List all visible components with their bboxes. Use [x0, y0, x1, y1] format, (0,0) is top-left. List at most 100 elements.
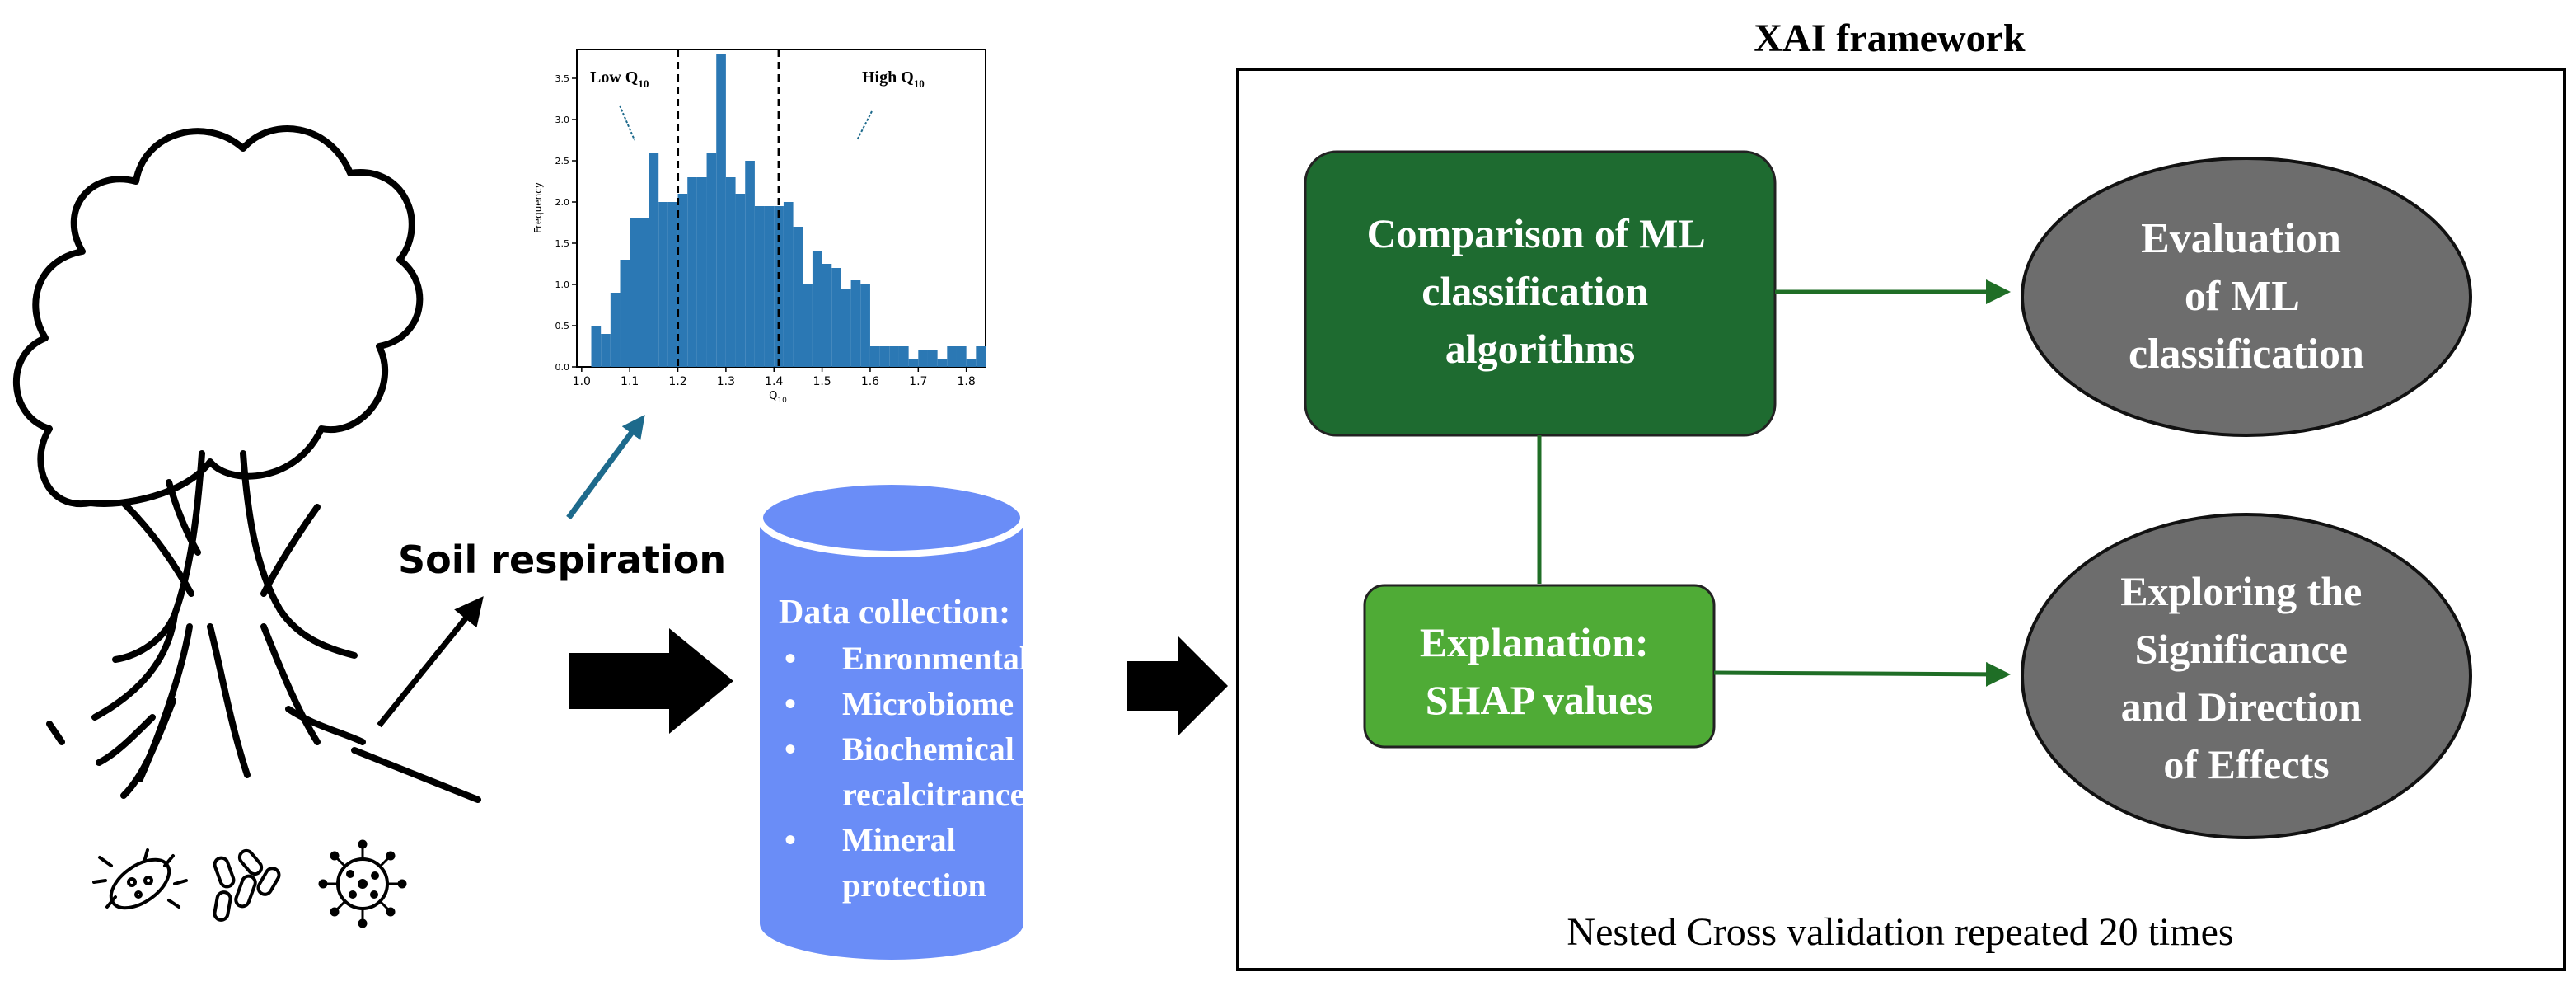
arrow-to-database — [569, 628, 733, 734]
y-tick-label: 3.0 — [555, 115, 570, 125]
histogram-bar — [841, 289, 851, 367]
histogram-bar — [591, 326, 602, 367]
histogram-bar — [649, 153, 659, 367]
evaluation-ellipse — [2021, 157, 2472, 437]
evaluation-line-3: classification — [2129, 331, 2364, 378]
comparison-text: Comparison of ML classification algorith… — [1367, 210, 1714, 372]
histogram-bar — [696, 177, 707, 367]
histogram-bar — [898, 346, 909, 367]
histogram-xlabel: Q10 — [769, 390, 787, 405]
tree-icon — [13, 125, 481, 803]
histogram-ylabel: Frequency — [532, 182, 544, 233]
data-collection-item: Enronmental — [842, 640, 1028, 677]
soil-arrow — [377, 596, 484, 728]
y-tick-label: 3.5 — [555, 73, 570, 84]
data-collection-title: Data collection: — [779, 594, 1010, 632]
histogram-bar — [927, 350, 938, 367]
histogram-bar — [620, 260, 630, 367]
explanation-text: Explanation: SHAP values — [1420, 619, 1659, 723]
histogram-bar — [667, 202, 678, 367]
histogram-bar — [831, 268, 841, 367]
comparison-line-1: Comparison of ML — [1367, 210, 1705, 256]
data-collection-item: protection — [842, 867, 986, 904]
histogram-bar — [783, 202, 794, 367]
histogram-bar — [812, 251, 822, 367]
exploring-ellipse — [2021, 513, 2472, 839]
evaluation-text: Evaluation of ML classification — [2129, 215, 2364, 378]
histogram-bar — [976, 346, 986, 367]
evaluation-line-2: of ML — [2185, 273, 2298, 320]
exploring-line-4: of Effects — [2163, 741, 2329, 787]
nested-cv-footer: Nested Cross validation repeated 20 time… — [1567, 910, 2233, 954]
arrow-to-framework — [1127, 636, 1228, 735]
x-tick-label: 1.8 — [958, 375, 976, 388]
explanation-line-2: SHAP values — [1426, 677, 1653, 723]
x-tick-label: 1.7 — [909, 375, 927, 388]
data-collection-item: recalcitrance — [842, 776, 1024, 813]
xai-framework-box — [1236, 68, 2566, 971]
comparison-line-2: classification — [1421, 268, 1648, 314]
histogram-bar — [793, 227, 803, 367]
x-tick-label: 1.0 — [573, 375, 591, 388]
histogram-bar — [716, 54, 726, 367]
histogram-bar — [735, 194, 746, 367]
histogram-bar — [601, 334, 611, 367]
evaluation-line-1: Evaluation — [2141, 215, 2341, 262]
histogram-bar — [822, 264, 832, 367]
x-tick-label: 1.4 — [765, 375, 783, 388]
data-collection-cylinder — [756, 478, 1027, 960]
histogram-bar — [677, 194, 688, 367]
histogram-bar — [947, 346, 957, 367]
histogram-bar — [803, 284, 813, 367]
x-tick-label: 1.3 — [717, 375, 735, 388]
high-q10-label: High Q10 — [862, 68, 925, 90]
histogram-bar — [706, 153, 717, 367]
explanation-line-1: Explanation: — [1420, 619, 1649, 665]
histogram-bar — [918, 350, 928, 367]
histogram-bar — [610, 293, 621, 367]
high-q10-pointer — [856, 110, 873, 141]
histogram-bar — [725, 177, 736, 367]
x-tick-label: 1.5 — [813, 375, 831, 388]
exploring-line-1: Exploring the — [2120, 568, 2362, 614]
exploring-line-3: and Direction — [2121, 683, 2362, 730]
bullet-icon: • — [785, 730, 796, 768]
y-tick-label: 1.5 — [555, 238, 570, 249]
comparison-line-3: algorithms — [1445, 326, 1636, 372]
histogram-bar — [956, 346, 967, 367]
bullet-icon: • — [785, 640, 796, 677]
histogram-bar — [764, 206, 775, 367]
histogram-bar — [908, 359, 919, 367]
y-tick-label: 2.5 — [555, 156, 570, 167]
low-q10-label: Low Q10 — [590, 68, 649, 90]
low-q10-pointer — [619, 105, 635, 141]
histogram-bar — [889, 346, 899, 367]
histogram-bar — [658, 202, 668, 367]
soil-respiration-label: Soil respiration — [398, 538, 726, 582]
histogram-bar — [869, 346, 880, 367]
bacterium-icon — [92, 848, 188, 910]
histogram-bar — [850, 280, 861, 367]
histogram-bar — [639, 218, 649, 367]
data-collection-item: Biochemical — [842, 730, 1014, 768]
histogram-bar — [754, 206, 765, 367]
bacilli-icon — [213, 848, 281, 922]
xai-framework-title: XAI framework — [1754, 16, 2026, 60]
y-tick-label: 2.0 — [555, 197, 570, 208]
y-tick-label: 0.0 — [555, 362, 570, 373]
bullet-icon: • — [785, 685, 796, 722]
bullet-icon: • — [785, 821, 796, 858]
histogram-arrow — [566, 415, 645, 520]
histogram-bar — [745, 161, 755, 367]
x-tick-label: 1.2 — [668, 375, 686, 388]
exploring-text: Exploring the Significance and Direction… — [2120, 568, 2372, 787]
x-tick-label: 1.6 — [861, 375, 879, 388]
explanation-box — [1363, 584, 1716, 749]
histogram-bar — [687, 177, 697, 367]
x-tick-label: 1.1 — [621, 375, 639, 388]
data-collection-item: Microbiome — [842, 685, 1014, 722]
y-tick-label: 1.0 — [555, 279, 570, 290]
